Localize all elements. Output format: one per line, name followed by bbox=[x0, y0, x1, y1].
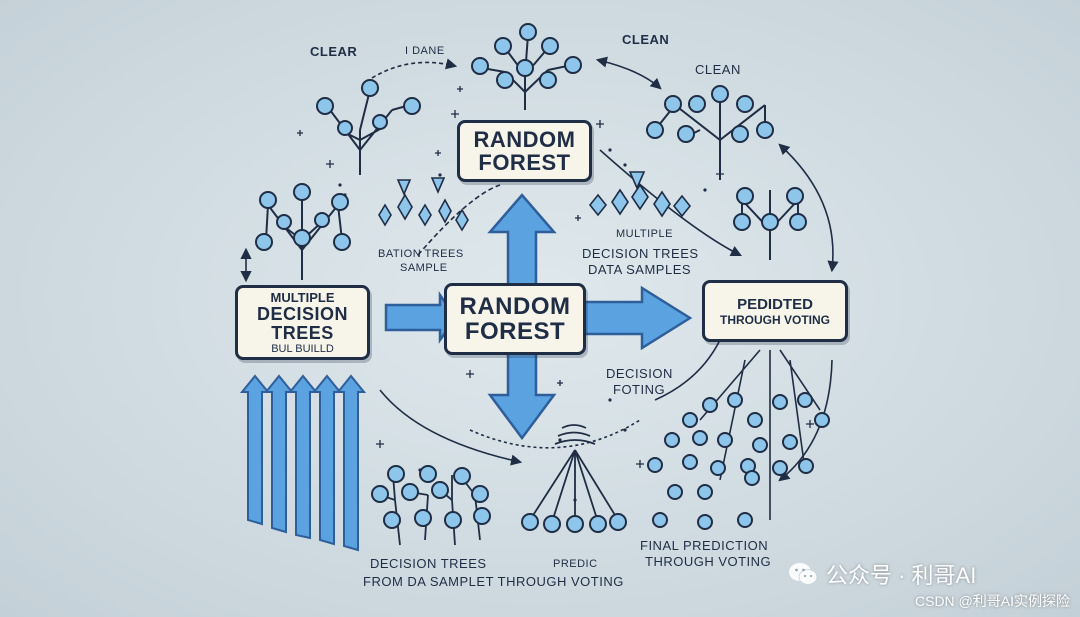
tree-right-nodes bbox=[733, 187, 807, 231]
left-box-line1: MULTIPLE bbox=[270, 290, 335, 306]
label-clean-top: CLEAN bbox=[622, 32, 670, 47]
center-box-line1: RANDOM bbox=[459, 292, 571, 320]
right-box-line2: THROUGH VOTING bbox=[720, 312, 830, 327]
tree-right bbox=[741, 190, 799, 260]
label-decision: DECISION bbox=[606, 366, 673, 381]
wechat-watermark: 公众号 · 利哥AI bbox=[788, 558, 1048, 590]
label-bottom-left-1: DECISION TREES bbox=[370, 556, 487, 571]
tree-top-nodes bbox=[471, 23, 582, 89]
wechat-icon bbox=[789, 563, 818, 585]
label-data-samples: DATA SAMPLES bbox=[588, 262, 692, 277]
cycle-arrows bbox=[240, 56, 839, 482]
diamond-glyphs-right bbox=[588, 171, 692, 218]
label-final-1: FINAL PREDICTION bbox=[640, 538, 769, 553]
tree-bottom-center bbox=[529, 424, 619, 523]
node-field bbox=[647, 392, 830, 530]
tree-left-nodes bbox=[255, 183, 351, 251]
label-clear: CLEAR bbox=[310, 44, 358, 59]
label-final-2: THROUGH VOTING bbox=[645, 554, 772, 569]
label-multiple-small: MULTIPLE bbox=[616, 228, 673, 240]
left-box-line4: BUL BUILLD bbox=[271, 342, 334, 355]
label-top-scribble: I DANE bbox=[405, 45, 445, 57]
tree-bottom-left-nodes bbox=[371, 465, 491, 529]
tree-top-right bbox=[654, 95, 766, 180]
csdn-credit: CSDN @利哥AI实例探险 bbox=[915, 593, 1070, 609]
center-random-forest-box: RANDOM FOREST bbox=[444, 283, 586, 355]
center-box-line2: FOREST bbox=[464, 318, 566, 345]
label-bottom-left-2: FROM DA SAMPLET THROUGH VOTING bbox=[363, 574, 624, 589]
tree-bottom-left bbox=[379, 474, 481, 546]
label-decision-trees: DECISION TREES bbox=[582, 246, 699, 261]
tree-top bbox=[481, 34, 573, 110]
tree-top-left bbox=[324, 89, 411, 175]
left-box-line2: DECISION bbox=[256, 304, 348, 325]
arrow-down bbox=[487, 350, 557, 441]
label-bation-sample: SAMPLE bbox=[400, 262, 448, 274]
label-foting: FOTING bbox=[613, 382, 666, 397]
right-box-line1: PEDIDTED bbox=[737, 295, 813, 313]
tree-top-right-nodes bbox=[646, 85, 774, 143]
arrow-center-to-right bbox=[583, 285, 693, 351]
top-random-forest-box: RANDOM FOREST bbox=[457, 120, 592, 182]
vertical-arrow-stack bbox=[239, 374, 367, 552]
label-bation-trees: BATION TREES bbox=[378, 248, 464, 260]
multiple-decision-trees-box: MULTIPLE DECISION TREES BUL BUILLD bbox=[235, 285, 370, 360]
label-predic: PREDIC bbox=[553, 558, 598, 570]
top-box-line1: RANDOM bbox=[473, 126, 576, 152]
watermark-text: 公众号 · 利哥AI bbox=[826, 563, 977, 588]
label-clean-right: CLEAN bbox=[695, 62, 741, 77]
tree-top-left-nodes bbox=[316, 79, 421, 136]
tree-bottom-center-nodes bbox=[521, 513, 627, 533]
left-box-line3: TREES bbox=[271, 323, 334, 343]
predicted-through-voting-box: PEDIDTED THROUGH VOTING bbox=[702, 280, 848, 342]
diamond-glyphs-left bbox=[378, 177, 469, 232]
node-field-lines bbox=[699, 349, 821, 520]
arrow-up bbox=[487, 193, 557, 287]
top-box-line2: FOREST bbox=[478, 150, 571, 175]
